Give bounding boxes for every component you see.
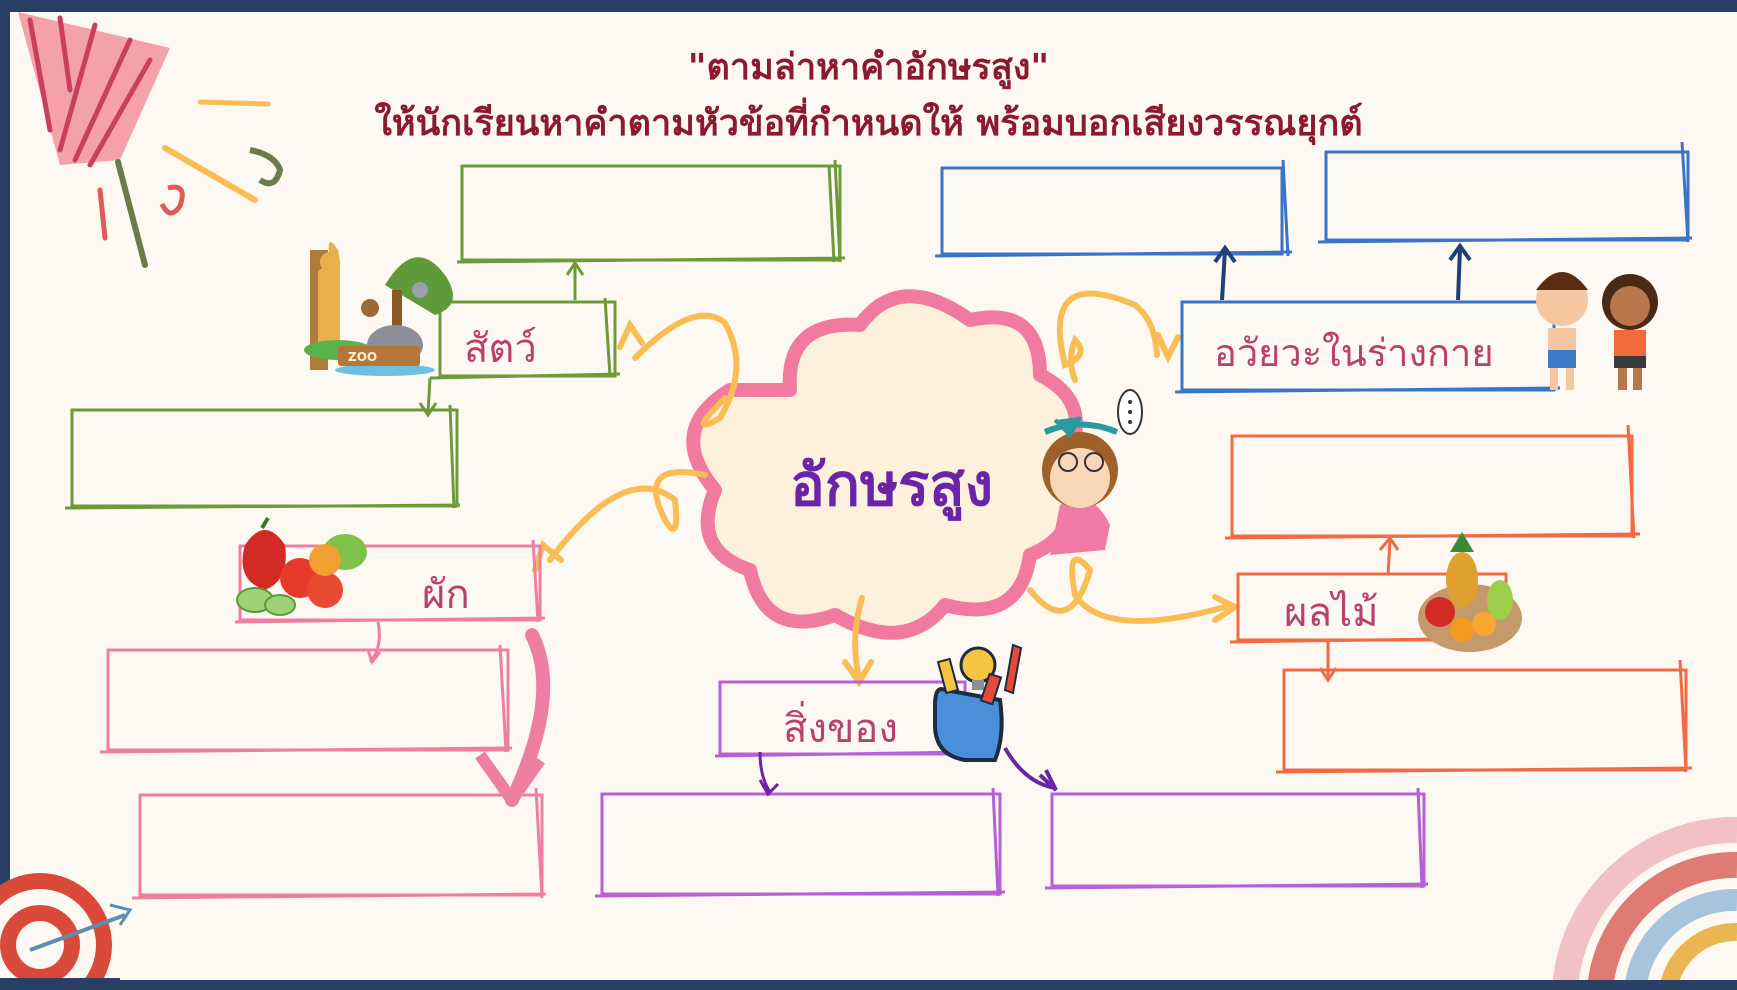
answer-box-vegetables-1[interactable]: [108, 650, 508, 750]
thinking-girl-icon: [1042, 389, 1143, 555]
zoo-sign-label: ZOO: [348, 350, 378, 364]
category-body-parts-label: อวัยวะในร่างกาย: [1214, 331, 1494, 375]
vegetables-icon: [236, 516, 367, 616]
answer-box-fruits-2[interactable]: [1284, 670, 1686, 770]
worksheet-instructions: ให้นักเรียนหาคำตามหัวข้อที่กำหนดให้ พร้อ…: [374, 103, 1363, 144]
category-vegetables-label: ผัก: [422, 572, 470, 618]
vegetables-group: [99, 539, 551, 900]
answer-box-animals-1[interactable]: [462, 166, 840, 260]
center-cloud: [686, 289, 1083, 640]
category-animals-label: สัตว์: [464, 326, 537, 372]
target-icon: [0, 873, 133, 990]
answer-box-vegetables-2[interactable]: [140, 795, 542, 895]
fruit-plate-icon: [1418, 532, 1522, 652]
kids-icon: [1536, 272, 1658, 390]
animals-group: [64, 159, 846, 510]
yellow-arrows: [532, 290, 1242, 688]
stationery-head-icon: [933, 643, 1023, 762]
rainbow-icon: [1550, 816, 1737, 990]
worksheet-title: "ตามล่าหาคำอักษรสูง": [687, 47, 1050, 88]
answer-box-body-1[interactable]: [942, 168, 1282, 254]
answer-box-things-2[interactable]: [1052, 794, 1424, 886]
center-topic-label: อักษรสูง: [790, 451, 994, 519]
answer-box-animals-2[interactable]: [72, 410, 457, 506]
zoo-animals-icon: [304, 242, 453, 376]
category-fruits-label: ผลไม้: [1284, 590, 1379, 636]
answer-box-body-2[interactable]: [1326, 152, 1688, 240]
top-left-decoration-icon: [18, 12, 284, 268]
answer-box-things-1[interactable]: [602, 794, 1000, 894]
category-things-label: สิ่งของ: [783, 706, 898, 752]
answer-box-fruits-1[interactable]: [1232, 436, 1632, 536]
